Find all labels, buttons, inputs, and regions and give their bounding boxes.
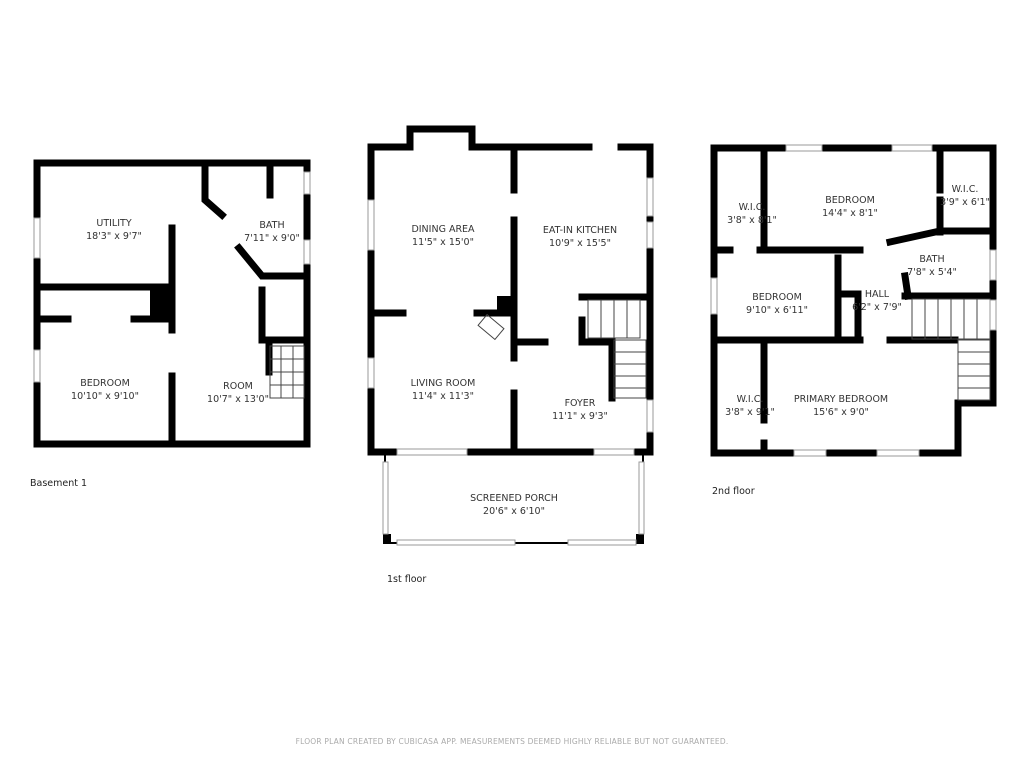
room-size: 20'6" x 6'10" [483,506,545,517]
room-room: ROOM 10'7" x 13'0" [207,380,269,406]
room-size: 7'11" x 9'0" [244,233,300,244]
floor-label-first: 1st floor [387,574,427,585]
room-living-room: LIVING ROOM 11'4" x 11'3" [411,377,476,403]
room-size: 14'4" x 8'1" [822,208,878,219]
room-utility: UTILITY 18'3" x 9'7" [86,217,142,243]
room-wic-2: W.I.C. 3'9" x 6'1" [940,183,990,209]
room-bath-2: BATH 7'8" x 5'4" [907,253,957,279]
room-name: FOYER [564,398,596,409]
room-size: 6'2" x 7'9" [852,302,902,313]
room-name: HALL [864,289,890,300]
room-eat-in-kitchen: EAT-IN KITCHEN 10'9" x 15'5" [543,224,617,250]
second-floor-walls [710,144,997,457]
room-name: BATH [259,220,285,231]
room-size: 3'8" x 9'1" [725,407,775,418]
room-name: PRIMARY BEDROOM [793,394,889,405]
room-name: BEDROOM [825,195,875,206]
room-size: 18'3" x 9'7" [86,231,142,242]
room-bath: BATH 7'11" x 9'0" [244,219,300,245]
room-dining-area: DINING AREA 11'5" x 15'0" [411,223,474,249]
room-hall: HALL 6'2" x 7'9" [852,288,902,314]
room-primary-bedroom: PRIMARY BEDROOM 15'6" x 9'0" [794,393,888,419]
room-name: DINING AREA [411,224,475,235]
room-name: BATH [919,254,945,265]
disclaimer-footer: FLOOR PLAN CREATED BY CUBICASA APP. MEAS… [295,737,729,746]
room-name: BEDROOM [80,378,130,389]
room-name: LIVING ROOM [410,378,476,389]
room-name: W.I.C. [951,184,979,195]
first-floor-walls [367,125,654,546]
room-name: SCREENED PORCH [470,493,558,504]
room-size: 9'10" x 6'11" [746,305,808,316]
room-size: 10'7" x 13'0" [207,394,269,405]
room-bedroom: BEDROOM 10'10" x 9'10" [71,377,139,403]
room-wic-1: W.I.C. 3'8" x 8'1" [727,201,777,227]
floor-label-basement: Basement 1 [30,478,88,489]
room-name: W.I.C. [736,394,764,405]
room-name: UTILITY [96,218,132,229]
room-name: BEDROOM [752,292,802,303]
room-size: 15'6" x 9'0" [813,407,869,418]
room-name: EAT-IN KITCHEN [542,225,618,236]
room-size: 3'8" x 8'1" [727,215,777,226]
floor-label-second: 2nd floor [712,486,755,497]
room-size: 7'8" x 5'4" [907,267,957,278]
room-size: 11'4" x 11'3" [412,391,474,402]
room-screened-porch: SCREENED PORCH 20'6" x 6'10" [470,492,558,518]
room-size: 3'9" x 6'1" [940,197,990,208]
room-name: ROOM [223,381,253,392]
room-size: 11'1" x 9'3" [552,411,608,422]
room-size: 10'9" x 15'5" [549,238,611,249]
room-size: 10'10" x 9'10" [71,391,139,402]
room-foyer: FOYER 11'1" x 9'3" [552,397,608,423]
room-bedroom-1: BEDROOM 14'4" x 8'1" [822,194,878,220]
basement-walls [33,159,311,448]
room-wic-3: W.I.C. 3'8" x 9'1" [725,393,775,419]
room-name: W.I.C. [738,202,766,213]
room-size: 11'5" x 15'0" [412,237,474,248]
room-bedroom-2: BEDROOM 9'10" x 6'11" [746,291,808,317]
